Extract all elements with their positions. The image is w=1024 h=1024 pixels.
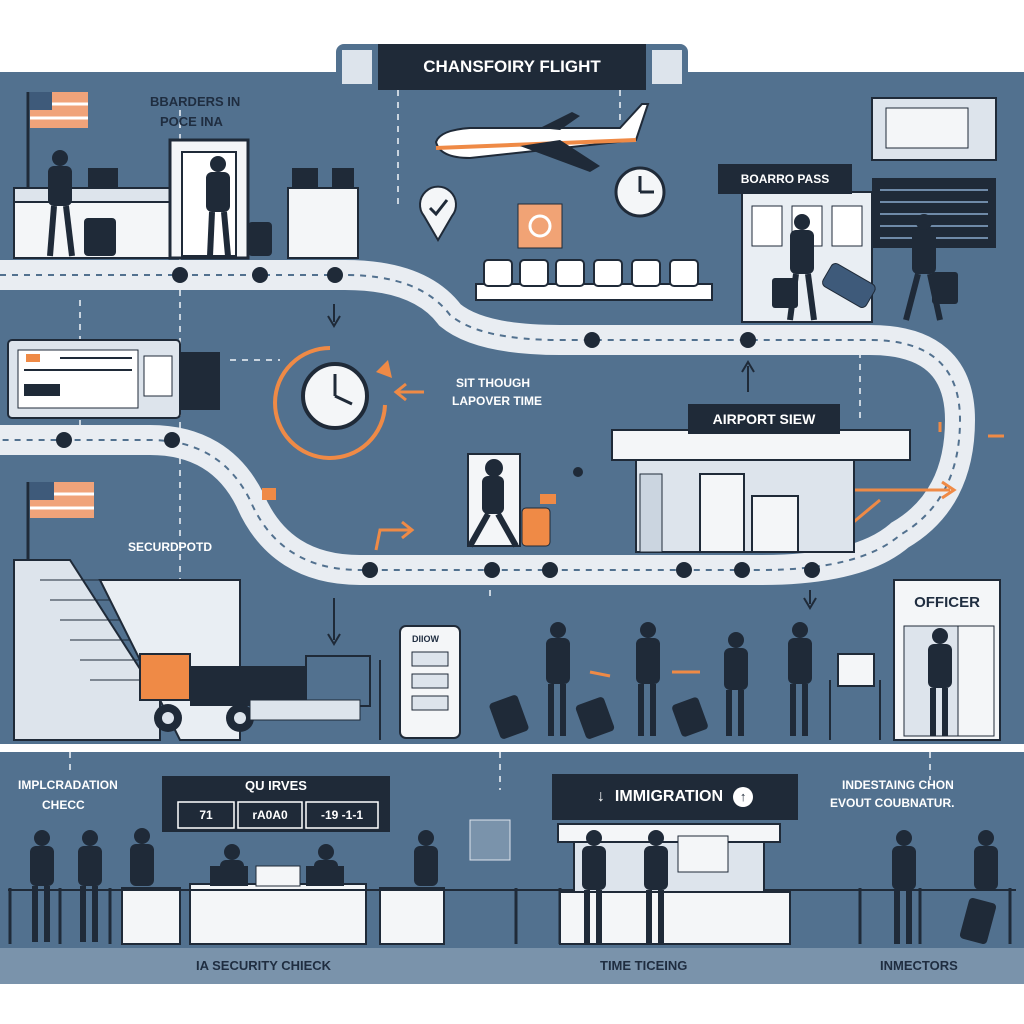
clock-icon	[273, 346, 392, 460]
airport-view-label: AIRPORT SIEW	[688, 404, 840, 434]
stanchions	[8, 888, 1016, 944]
route-stops	[56, 267, 820, 578]
clock-icon	[614, 166, 666, 218]
waiting-seats	[475, 259, 713, 301]
info-kiosk	[399, 625, 461, 739]
boarders-label: BBARDERS IN	[150, 94, 241, 109]
arrow-icon	[327, 304, 817, 646]
queue-board	[162, 776, 390, 832]
sign-post	[469, 819, 511, 861]
flag-icon	[26, 92, 88, 200]
immigration-check-sub: CHECC	[42, 798, 85, 812]
immigration-officers	[582, 830, 998, 945]
queue-cell-3: -19 -1-1	[320, 808, 364, 822]
queue-cell-2: rA0A0	[252, 808, 288, 822]
layover-label: LAPOVER TIME	[452, 394, 543, 408]
officer-label: OFFICER	[914, 594, 980, 611]
officer-icon	[206, 156, 231, 257]
header-banner	[336, 44, 688, 90]
route-path	[0, 260, 976, 585]
officer-icon	[47, 150, 116, 257]
inspecting-label: INDESTAING CHON	[842, 778, 954, 792]
traveler-icon	[772, 214, 876, 321]
queue-cell-1: 71	[199, 808, 213, 822]
inspecting-sub-label: EVOUT COUBNATUR.	[830, 796, 955, 810]
boarding-pass	[7, 339, 220, 419]
board-pass-label: BOARRO PASS	[718, 164, 852, 194]
flag-icon	[26, 482, 94, 560]
traveler-icon	[467, 453, 551, 548]
footer-band	[0, 948, 1024, 984]
monitor	[871, 97, 997, 161]
airplane-icon	[434, 103, 650, 172]
truck	[139, 653, 371, 732]
arrow-down-icon: ↓	[596, 788, 605, 805]
securport-label: SECURDPOTD	[128, 540, 213, 554]
security-officers	[30, 828, 438, 942]
immigration-sign: ↓ IMMIGRATION ↑	[552, 774, 798, 820]
immigration-label: IMMIGRATION	[614, 788, 724, 805]
queue-barrier	[379, 653, 881, 740]
inspectors-label: INMECTORS	[880, 958, 958, 973]
queues-title: QU IRVES	[245, 778, 307, 793]
officer-icon	[928, 628, 952, 736]
coffee-icon	[517, 203, 563, 249]
security-queue	[489, 622, 812, 739]
info-icon: ↑	[733, 787, 754, 807]
location-pin-icon	[419, 185, 457, 242]
escalator	[13, 559, 241, 741]
sit-through-label: SIT THOUGH	[456, 376, 530, 390]
boarders-sub-label: POCE INA	[160, 114, 223, 129]
header-title: CHANSFOIRY FLIGHT	[423, 57, 601, 76]
time-ticketing-label: TIME TICEING	[600, 958, 688, 973]
security-check-label: IA SECURITY CHIECK	[196, 958, 332, 973]
kiosk-label: DIIOW	[412, 634, 439, 644]
immigration-check-label: IMPLCRADATION	[18, 778, 118, 792]
traveler-icon	[903, 214, 958, 321]
